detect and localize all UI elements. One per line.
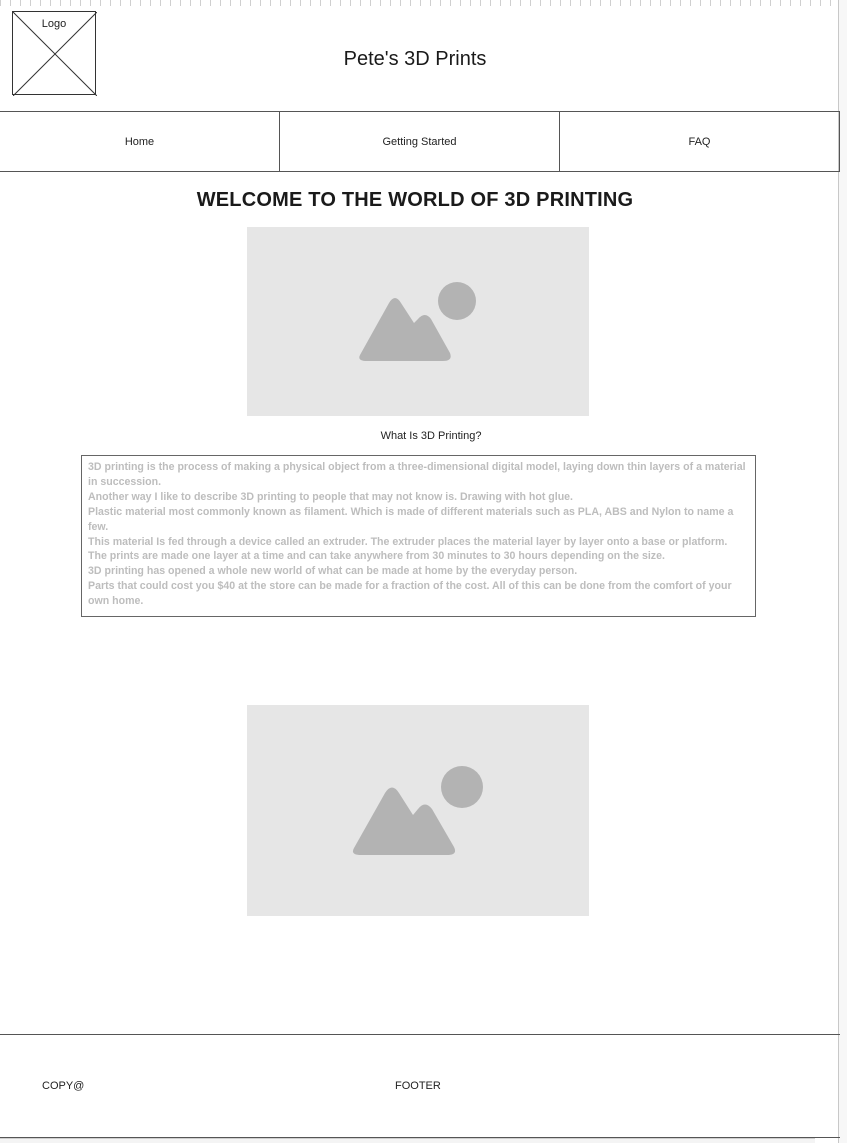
page-footer: COPY@ FOOTER <box>0 1034 840 1138</box>
horizontal-scrollbar[interactable] <box>0 1138 815 1143</box>
image-placeholder-icon <box>359 282 476 361</box>
nav-item-faq[interactable]: FAQ <box>560 112 840 171</box>
intro-paragraph: Another way I like to describe 3D printi… <box>88 490 574 503</box>
nav-item-getting-started[interactable]: Getting Started <box>280 112 560 171</box>
nav-item-home[interactable]: Home <box>0 112 280 171</box>
top-ruler <box>0 0 847 6</box>
welcome-heading: WELCOME TO THE WORLD OF 3D PRINTING <box>196 189 634 211</box>
intro-paragraph: Parts that could cost you $40 at the sto… <box>88 580 732 608</box>
site-title: Pete's 3D Prints <box>343 48 487 70</box>
intro-paragraph: Plastic material most commonly known as … <box>88 505 734 533</box>
intro-paragraph: The prints are made one layer at a time … <box>88 550 665 563</box>
logo-placeholder[interactable]: Logo <box>12 11 97 96</box>
intro-paragraph: This material Is fed through a device ca… <box>88 535 728 548</box>
secondary-image-placeholder <box>247 705 589 916</box>
section-caption: What Is 3D Printing? <box>380 430 482 442</box>
logo-label: Logo <box>41 18 67 30</box>
image-placeholder-icon <box>352 766 483 855</box>
hero-image-placeholder <box>247 227 589 416</box>
vertical-scrollbar[interactable] <box>838 0 847 1143</box>
intro-paragraph: 3D printing is the process of making a p… <box>88 461 746 488</box>
main-nav: Home Getting Started FAQ <box>0 111 840 172</box>
footer-label: FOOTER <box>395 1080 441 1092</box>
intro-text-box: 3D printing is the process of making a p… <box>81 455 756 617</box>
intro-paragraph: 3D printing has opened a whole new world… <box>88 565 578 578</box>
copyright-text: COPY@ <box>42 1080 85 1092</box>
logo-cross-icon <box>13 12 97 96</box>
